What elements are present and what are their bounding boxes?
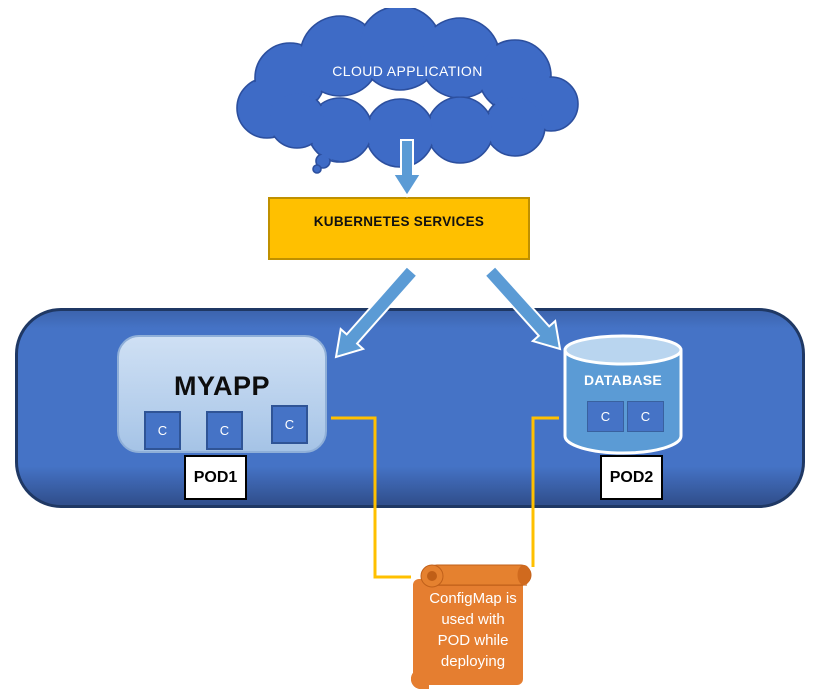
configmap-line: used with — [441, 611, 505, 628]
configmap-line: ConfigMap is — [429, 590, 517, 607]
container-box: C — [271, 405, 308, 444]
kubernetes-services-box: KUBERNETES SERVICES — [268, 197, 530, 260]
configmap-note: ConfigMap is used with POD while deployi… — [407, 588, 539, 672]
configmap-line: deploying — [440, 653, 506, 670]
container-box: C — [206, 411, 243, 450]
pod1-label: POD1 — [193, 468, 238, 486]
container-label: C — [157, 423, 168, 438]
container-label: C — [219, 423, 230, 438]
configmap-line: POD while — [437, 632, 509, 649]
myapp-pod-shape: MYAPP C C C — [117, 335, 327, 453]
cloud-shape-icon — [236, 8, 579, 174]
myapp-label: MYAPP — [173, 371, 271, 401]
container-label: C — [600, 409, 611, 424]
container-box: C — [627, 401, 664, 432]
container-box: C — [587, 401, 624, 432]
cloud-application-label: CLOUD APPLICATION — [332, 63, 483, 79]
container-label: C — [284, 417, 295, 432]
pod2-tag-box: POD2 — [600, 455, 663, 500]
container-label: C — [640, 409, 651, 424]
configmap-scroll-icon — [411, 564, 532, 689]
pod1-tag-box: POD1 — [184, 455, 247, 500]
database-cylinder-icon — [563, 334, 683, 455]
database-label: DATABASE — [583, 372, 663, 388]
container-box: C — [144, 411, 181, 450]
pod2-label: POD2 — [609, 468, 654, 486]
kubernetes-services-label: KUBERNETES SERVICES — [313, 214, 485, 229]
